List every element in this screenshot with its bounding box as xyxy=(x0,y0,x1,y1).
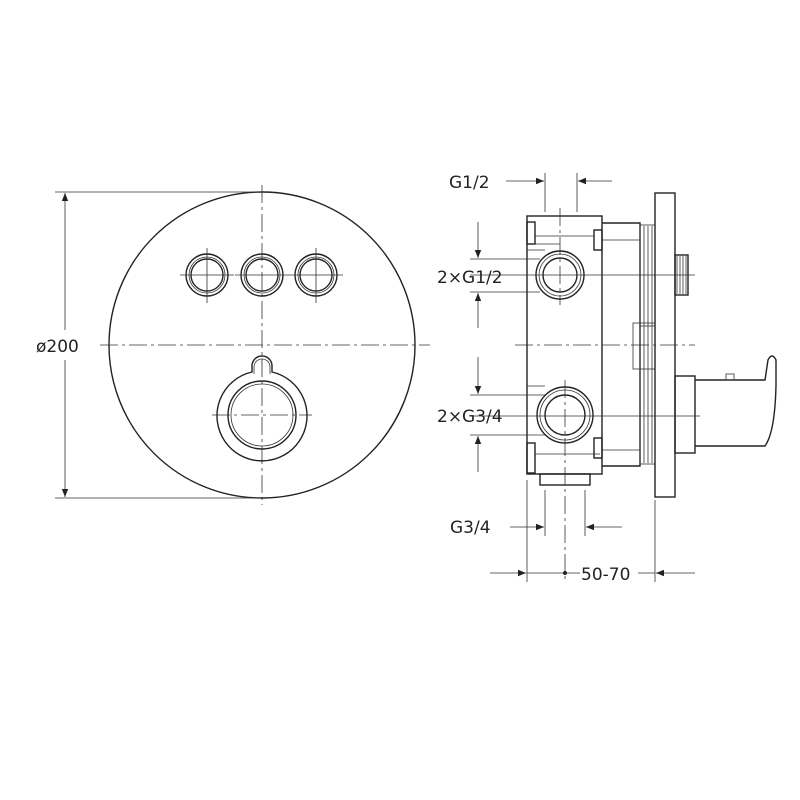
upper-ports-label: 2×G1/2 xyxy=(437,268,503,288)
valve-body xyxy=(526,215,603,486)
push-button-2 xyxy=(235,253,289,297)
temperature-knob xyxy=(212,355,312,462)
lever-handle xyxy=(674,355,777,454)
lower-ports-dimension: 2×G3/4 xyxy=(437,357,545,472)
front-view: ø200 xyxy=(36,185,430,505)
push-button-1 xyxy=(180,248,234,303)
top-inlet-dimension: G1/2 xyxy=(449,173,612,212)
push-button-3 xyxy=(289,248,343,303)
side-view: G1/2 2×G1/2 2×G3/4 G3/4 xyxy=(437,173,777,585)
upper-ports-dimension: 2×G1/2 xyxy=(437,222,540,328)
threaded-collar xyxy=(602,222,656,467)
diameter-dimension: ø200 xyxy=(36,191,262,499)
lower-ports-label: 2×G3/4 xyxy=(437,407,503,427)
diameter-label: ø200 xyxy=(36,337,79,357)
push-buttons xyxy=(180,248,343,303)
depth-range-label: 50-70 xyxy=(581,565,630,585)
bottom-outlet-dimension: G3/4 xyxy=(450,490,622,538)
bottom-outlet-label: G3/4 xyxy=(450,518,491,538)
top-inlet-label: G1/2 xyxy=(449,173,490,193)
depth-dimension: 50-70 xyxy=(490,480,695,585)
